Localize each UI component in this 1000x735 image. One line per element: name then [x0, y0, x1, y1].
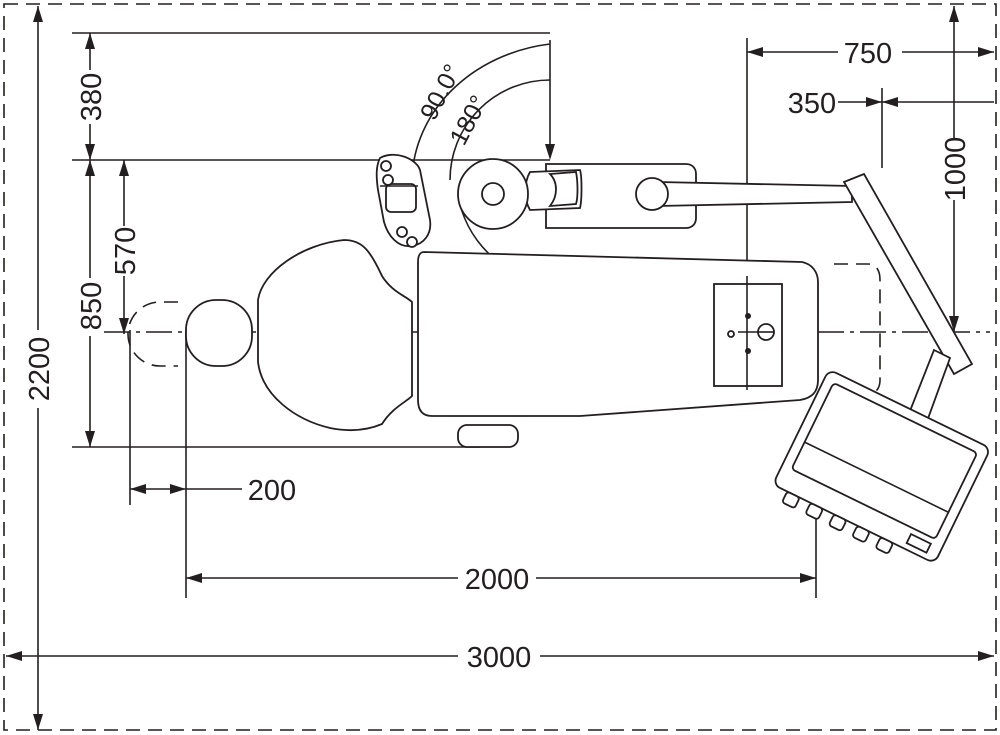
tray-knob-icon [745, 313, 751, 319]
tray-knob-icon [727, 330, 735, 338]
spittoon-drain-icon [481, 182, 505, 206]
tray-knob-icon [745, 348, 751, 354]
dim-chair-length: 2000 [465, 564, 530, 596]
arm-pivot [635, 177, 669, 211]
dim-arm-offset: 350 [788, 88, 836, 120]
assistant-holder [375, 153, 432, 248]
dim-patient-zone: 850 [76, 282, 108, 330]
backrest [257, 239, 413, 431]
dim-headrest-y: 570 [110, 227, 142, 275]
foot-control [457, 424, 519, 448]
dim-room-depth: 2200 [24, 337, 56, 402]
dim-headrest-offset: 200 [248, 475, 296, 507]
dim-arm-reach: 750 [844, 38, 892, 70]
dim-room-width: 3000 [467, 642, 532, 674]
light-arm [635, 172, 974, 426]
cushion-outline [834, 263, 881, 395]
instrument-tray [713, 283, 783, 387]
dim-assistant-offset: 380 [76, 73, 108, 121]
room-outline [3, 3, 997, 731]
doctor-table [774, 371, 989, 562]
headrest [185, 299, 253, 367]
dim-arm-depth: 1000 [940, 137, 972, 202]
headrest-alt-position [127, 301, 178, 367]
